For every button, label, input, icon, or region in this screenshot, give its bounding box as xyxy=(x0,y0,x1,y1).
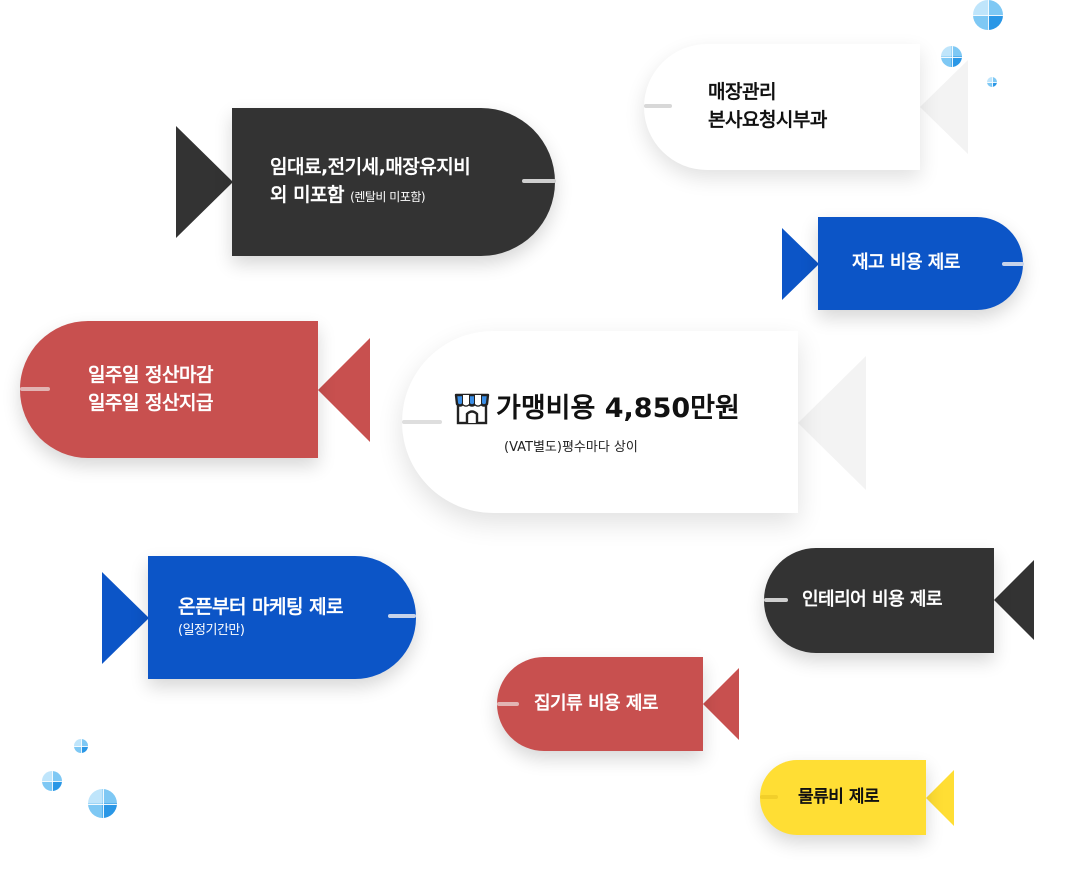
fish-tail xyxy=(703,668,739,740)
fish-body: 물류비 제로 xyxy=(760,760,926,835)
bubble-dot xyxy=(74,739,88,753)
fish-mouth-line xyxy=(388,614,416,618)
fish-mouth-line xyxy=(764,598,788,602)
store-icon xyxy=(454,394,490,425)
fish-tail xyxy=(782,228,819,300)
settle-line2: 일주일 정산지급 xyxy=(88,391,213,414)
fish-tail xyxy=(920,60,968,154)
fish-mouth-line xyxy=(644,104,672,108)
fish-mouth-line xyxy=(20,387,50,391)
rent-line2-wrap: 외 미포함 (렌탈비 미포함) xyxy=(270,182,555,210)
fish-tail xyxy=(102,572,149,664)
bubble-dot xyxy=(941,46,962,67)
fish-tail xyxy=(994,560,1034,640)
bubble-dot xyxy=(88,789,117,818)
fixtures-label: 집기류 비용 제로 xyxy=(534,692,658,714)
stock-label: 재고 비용 제로 xyxy=(852,252,960,274)
marketing-line1: 온픈부터 마케팅 제로 xyxy=(178,596,344,619)
fish-body: 집기류 비용 제로 xyxy=(497,657,703,751)
marketing-note: (일정기간만) xyxy=(178,622,245,638)
franchise-sub: (VAT별도)평수마다 상이 xyxy=(504,440,638,456)
interior-label: 인테리어 비용 제로 xyxy=(802,589,943,611)
fish-body: 가맹비용 4,850만원 (VAT별도)평수마다 상이 xyxy=(402,331,798,513)
fish-mouth-line xyxy=(1002,262,1024,266)
fish-tail xyxy=(926,770,954,826)
settle-line1: 일주일 정산마감 xyxy=(88,363,213,386)
rent-note: (렌탈비 미포함) xyxy=(350,190,426,204)
fish-tail xyxy=(176,126,233,238)
bubble-dot xyxy=(987,77,997,87)
logistics-label: 물류비 제로 xyxy=(798,787,880,808)
hq-line2: 본사요청시부과 xyxy=(708,109,827,131)
rent-line2: 외 미포함 xyxy=(270,184,345,206)
bubble-dot xyxy=(973,0,1003,30)
fish-tail xyxy=(318,338,370,442)
fish-mouth-line xyxy=(522,179,556,183)
fish-mouth-line xyxy=(402,420,442,424)
fish-body: 임대료,전기세,매장유지비 외 미포함 (렌탈비 미포함) xyxy=(232,108,555,256)
fish-mouth-line xyxy=(760,795,778,799)
fish-body: 온픈부터 마케팅 제로 (일정기간만) xyxy=(148,556,416,679)
fish-body: 매장관리 본사요청시부과 xyxy=(644,44,920,170)
fish-body: 인테리어 비용 제로 xyxy=(764,548,994,653)
franchise-headline: 가맹비용 4,850만원 xyxy=(454,389,798,428)
rent-line1: 임대료,전기세,매장유지비 xyxy=(270,156,471,179)
fish-body: 일주일 정산마감 일주일 정산지급 xyxy=(20,321,318,458)
hq-line1: 매장관리 xyxy=(708,81,776,104)
fish-body: 재고 비용 제로 xyxy=(818,217,1023,310)
bubble-dot xyxy=(42,771,62,791)
fish-tail xyxy=(798,356,866,490)
franchise-title: 가맹비용 4,850만원 xyxy=(496,392,740,424)
fish-mouth-line xyxy=(497,702,519,706)
